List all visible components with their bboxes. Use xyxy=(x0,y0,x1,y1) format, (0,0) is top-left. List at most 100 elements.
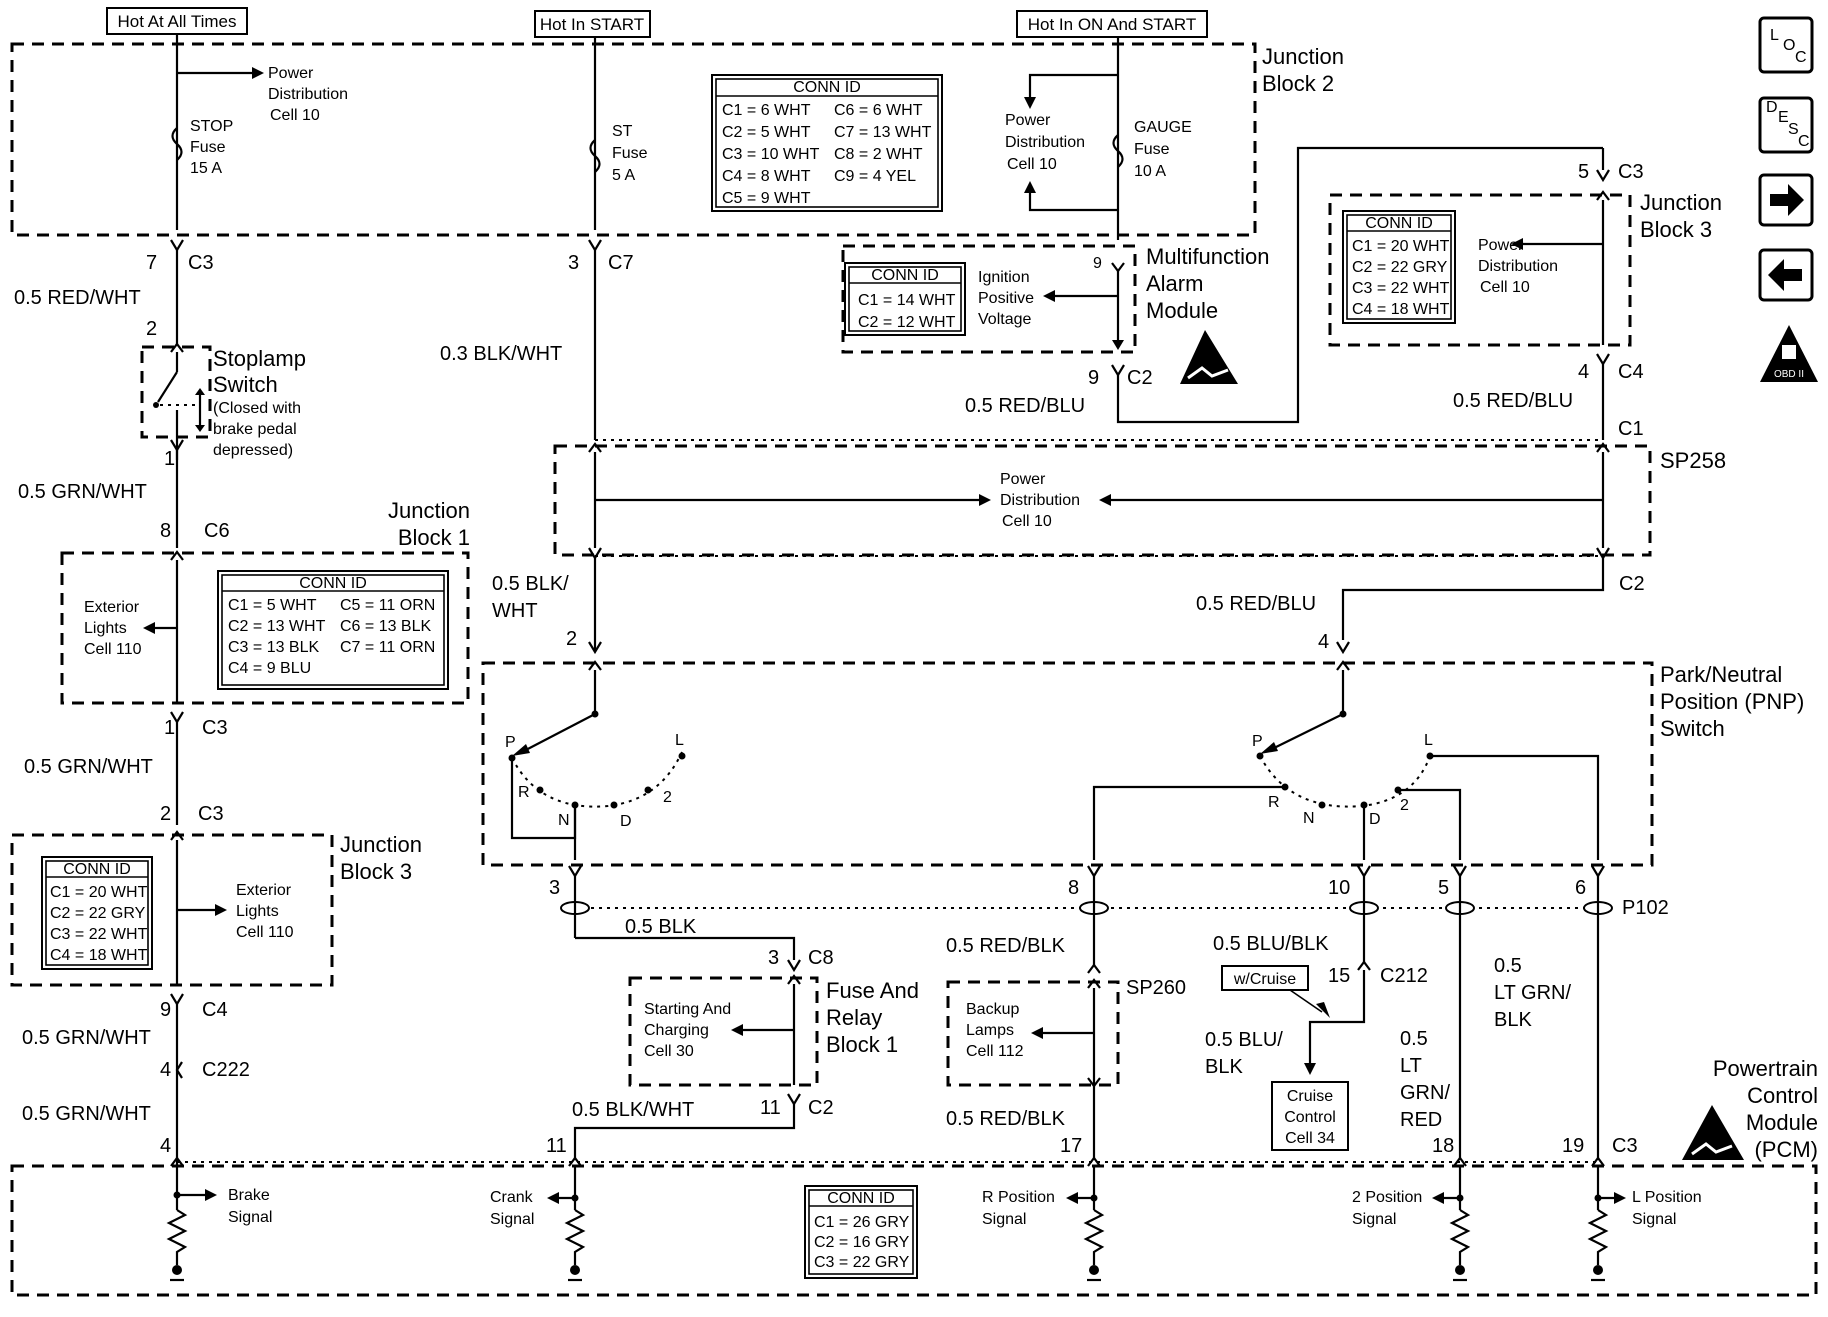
svg-text:Block 1: Block 1 xyxy=(398,525,470,550)
svg-text:Module: Module xyxy=(1746,1110,1818,1135)
svg-text:Alarm: Alarm xyxy=(1146,271,1203,296)
svg-text:Park/Neutral: Park/Neutral xyxy=(1660,662,1782,687)
svg-text:Control: Control xyxy=(1284,1109,1336,1126)
svg-text:Signal: Signal xyxy=(228,1209,272,1226)
svg-text:C4 = 8 WHT: C4 = 8 WHT xyxy=(722,168,811,185)
svg-text:C7 = 13 WHT: C7 = 13 WHT xyxy=(834,124,932,141)
stoplamp-switch-label: Stoplamp Switch (Closed with brake pedal… xyxy=(213,346,306,459)
pin-1: 1 xyxy=(164,717,175,739)
svg-text:C2 = 5 WHT: C2 = 5 WHT xyxy=(722,124,811,141)
svg-text:0.5: 0.5 xyxy=(1494,955,1522,977)
svg-text:w/Cruise: w/Cruise xyxy=(1233,971,1296,988)
pin-4: 4 xyxy=(160,1059,171,1081)
svg-text:CONN ID: CONN ID xyxy=(63,861,131,878)
conn-id-table-jb3-right: CONN ID C1 = 20 WHT C2 = 22 GRY C3 = 22 … xyxy=(1342,210,1456,324)
svg-text:15 A: 15 A xyxy=(190,160,222,177)
pin-4: 4 xyxy=(1578,361,1589,383)
svg-text:Signal: Signal xyxy=(1352,1211,1396,1228)
svg-text:Power: Power xyxy=(1005,112,1051,129)
power-distribution-cell10-label-jb3: Power Distribution Cell 10 xyxy=(1478,237,1558,296)
svg-text:Powertrain: Powertrain xyxy=(1713,1056,1818,1081)
obd-ii-button[interactable]: OBD II xyxy=(1760,325,1818,382)
svg-text:Block 1: Block 1 xyxy=(826,1032,898,1057)
svg-text:Signal: Signal xyxy=(982,1211,1026,1228)
p102-connector-symbols xyxy=(560,901,1613,915)
svg-text:(PCM): (PCM) xyxy=(1754,1137,1818,1162)
svg-text:R: R xyxy=(518,784,530,801)
pin-7: 7 xyxy=(146,252,157,274)
wire-lt-grn-red: 0.5 LT GRN/ RED xyxy=(1400,1028,1450,1131)
prev-arrow-button[interactable] xyxy=(1758,248,1814,302)
svg-text:Fuse: Fuse xyxy=(1134,141,1170,158)
pin-19: 19 xyxy=(1562,1135,1584,1157)
pin-15: 15 xyxy=(1328,965,1350,987)
svg-text:P: P xyxy=(1252,733,1263,750)
wire-blu-blk-2: 0.5 BLU/ BLK xyxy=(1205,1029,1283,1078)
ground-icon-l xyxy=(1591,1265,1605,1282)
ground-icon-2 xyxy=(1453,1265,1467,1282)
pullup-resistor-l xyxy=(1587,1209,1609,1265)
svg-text:C2 = 22 GRY: C2 = 22 GRY xyxy=(50,905,146,922)
next-arrow-button[interactable] xyxy=(1758,173,1814,227)
svg-text:Multifunction: Multifunction xyxy=(1146,244,1270,269)
esd-warning-icon xyxy=(1180,330,1238,384)
brake-signal-label: Brake Signal xyxy=(228,1187,272,1226)
junction-block-2-outline xyxy=(10,42,1257,237)
wire-blk-wht-03: 0.3 BLK/WHT xyxy=(440,343,562,365)
pin-6: 6 xyxy=(1575,877,1586,899)
wire-blu-blk: 0.5 BLU/BLK xyxy=(1213,933,1329,955)
svg-text:Control: Control xyxy=(1747,1083,1818,1108)
svg-text:GRN/: GRN/ xyxy=(1400,1082,1450,1104)
sp258-label: SP258 xyxy=(1660,448,1726,473)
pin-9: 9 xyxy=(160,999,171,1021)
svg-text:O: O xyxy=(1783,37,1795,54)
svg-text:Lights: Lights xyxy=(236,903,279,920)
exterior-lights-cell110-label-jb1: Exterior Lights Cell 110 xyxy=(84,599,142,658)
desc-button[interactable]: D E S C xyxy=(1758,96,1814,154)
wire-red-blk: 0.5 RED/BLK xyxy=(946,935,1066,957)
svg-text:RED: RED xyxy=(1400,1109,1442,1131)
svg-text:C4 = 9 BLU: C4 = 9 BLU xyxy=(228,660,311,677)
svg-text:E: E xyxy=(1778,109,1789,126)
source-label: Hot In ON And START xyxy=(1028,15,1197,34)
svg-text:0.5 BLU/: 0.5 BLU/ xyxy=(1205,1029,1283,1051)
backup-lamps-cell112-label: Backup Lamps Cell 112 xyxy=(966,1001,1024,1060)
source-hot-in-on-and-start: Hot In ON And START xyxy=(1016,10,1208,38)
svg-text:Charging: Charging xyxy=(644,1022,709,1039)
svg-text:OBD II: OBD II xyxy=(1774,369,1804,380)
pin-2: 2 xyxy=(146,318,157,340)
svg-text:C2 = 13 WHT: C2 = 13 WHT xyxy=(228,618,326,635)
svg-text:C2 = 22 GRY: C2 = 22 GRY xyxy=(1352,259,1448,276)
ground-icon-crank xyxy=(568,1265,582,1282)
svg-text:CONN ID: CONN ID xyxy=(793,79,861,96)
svg-text:C9 = 4 YEL: C9 = 4 YEL xyxy=(834,168,916,185)
pin-11: 11 xyxy=(546,1135,567,1157)
junction-block-3-left-outline xyxy=(10,833,334,987)
svg-text:C3 = 22 WHT: C3 = 22 WHT xyxy=(1352,280,1450,297)
svg-text:Distribution: Distribution xyxy=(1005,134,1085,151)
arrow-left-icon xyxy=(1768,259,1802,291)
svg-text:BLK: BLK xyxy=(1205,1056,1243,1078)
source-hot-in-start: Hot In START xyxy=(534,10,651,38)
loc-button[interactable]: L O C xyxy=(1758,16,1814,74)
svg-text:BLK: BLK xyxy=(1494,1009,1532,1031)
svg-text:Cell 34: Cell 34 xyxy=(1285,1130,1335,1147)
conn-c3: C3 xyxy=(1612,1135,1638,1157)
pcm-label: Powertrain Control Module (PCM) xyxy=(1713,1056,1818,1162)
multifunction-alarm-module-label: Multifunction Alarm Module xyxy=(1146,244,1270,323)
svg-text:CONN ID: CONN ID xyxy=(299,575,367,592)
st-fuse-label: ST Fuse 5 A xyxy=(612,123,648,184)
conn-id-table-pcm: CONN ID C1 = 26 GRY C2 = 16 GRY C3 = 22 … xyxy=(804,1185,918,1279)
r-position-signal-label: R Position Signal xyxy=(982,1189,1055,1228)
pin-8: 8 xyxy=(160,520,171,542)
wire-lt-grn-blk: 0.5 LT GRN/ BLK xyxy=(1494,955,1571,1031)
power-distribution-cell10-label-gauge: Power Distribution Cell 10 xyxy=(1005,112,1085,173)
conn-c222: C222 xyxy=(202,1059,250,1081)
starting-charging-cell30-label: Starting And Charging Cell 30 xyxy=(644,1001,731,1060)
l-position-signal-label: L Position Signal xyxy=(1632,1189,1702,1228)
svg-text:Exterior: Exterior xyxy=(84,599,140,616)
wire-grn-wht: 0.5 GRN/WHT xyxy=(24,756,153,778)
wire-grn-wht: 0.5 GRN/WHT xyxy=(22,1027,151,1049)
ignition-positive-voltage-label: Ignition Positive Voltage xyxy=(978,269,1034,328)
